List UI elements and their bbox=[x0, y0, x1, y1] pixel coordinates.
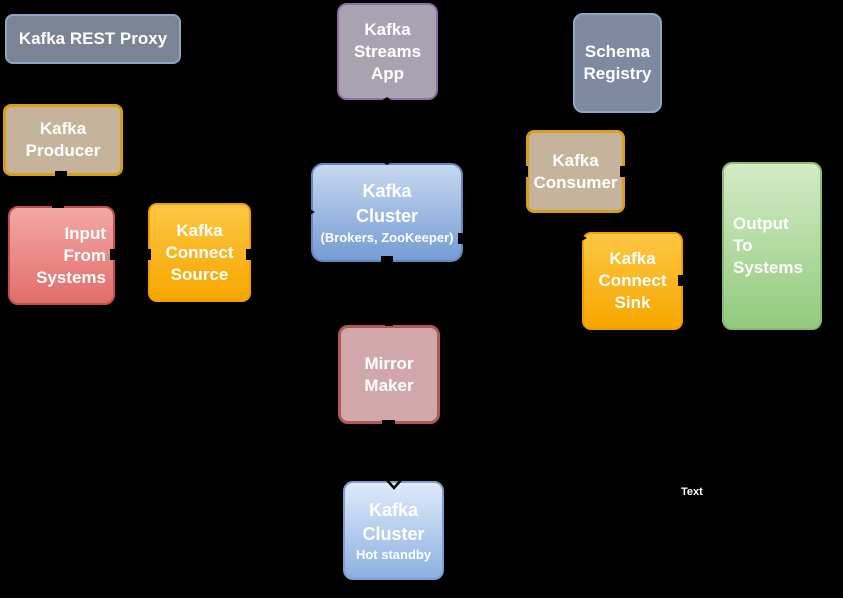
node-mirror-maker[interactable]: Mirror Maker bbox=[338, 325, 440, 424]
node-label: Registry bbox=[583, 64, 652, 83]
node-label: App bbox=[370, 63, 405, 83]
node-sublabel: (Brokers, ZooKeeper) bbox=[320, 230, 454, 245]
node-output-to-systems[interactable]: Output To Systems bbox=[722, 162, 822, 330]
node-label: Cluster bbox=[355, 206, 418, 226]
node-sublabel: Hot standby bbox=[355, 547, 432, 562]
node-kafka-cluster[interactable]: Kafka Cluster (Brokers, ZooKeeper) bbox=[311, 163, 463, 262]
node-label: Kafka bbox=[364, 19, 411, 39]
node-label: Producer bbox=[25, 141, 101, 160]
node-label: Kafka bbox=[552, 150, 599, 170]
node-label: Systems bbox=[733, 258, 803, 277]
node-label: Kafka bbox=[368, 500, 419, 520]
node-label: Cluster bbox=[362, 524, 425, 544]
node-label: Source bbox=[170, 264, 229, 284]
node-label: Connect bbox=[598, 271, 667, 290]
node-label: Kafka REST Proxy bbox=[18, 29, 168, 48]
node-label: Input bbox=[64, 223, 106, 243]
node-label: Output bbox=[733, 214, 789, 233]
node-label: Maker bbox=[364, 375, 414, 395]
node-schema-registry[interactable]: Schema Registry bbox=[573, 13, 662, 113]
node-label: Connect bbox=[165, 242, 234, 262]
node-label: From bbox=[63, 245, 107, 265]
node-label: Kafka bbox=[362, 181, 412, 201]
node-kafka-connect-source[interactable]: Kafka Connect Source bbox=[148, 203, 251, 302]
floating-text-placeholder[interactable]: Text bbox=[681, 486, 703, 498]
node-label: Kafka bbox=[609, 249, 656, 268]
node-kafka-cluster-hot-standby[interactable]: Kafka Cluster Hot standby bbox=[343, 481, 444, 580]
node-label: Streams bbox=[353, 41, 422, 61]
node-kafka-streams-app[interactable]: Kafka Streams App bbox=[337, 3, 438, 100]
node-kafka-connect-sink[interactable]: Kafka Connect Sink bbox=[582, 232, 683, 330]
node-label: Consumer bbox=[533, 172, 618, 192]
node-label: Kafka bbox=[176, 220, 223, 240]
node-label: Schema bbox=[584, 42, 651, 61]
node-kafka-rest-proxy[interactable]: Kafka REST Proxy bbox=[5, 14, 181, 64]
node-kafka-producer[interactable]: Kafka Producer bbox=[3, 104, 123, 176]
node-label: To bbox=[733, 236, 753, 255]
node-label: Sink bbox=[614, 293, 651, 312]
node-label: Kafka bbox=[39, 119, 87, 138]
node-label: Systems bbox=[36, 267, 106, 287]
node-input-from-systems[interactable]: Input From Systems bbox=[8, 206, 115, 305]
node-label: Mirror bbox=[364, 353, 414, 373]
node-kafka-consumer[interactable]: Kafka Consumer bbox=[526, 130, 625, 213]
